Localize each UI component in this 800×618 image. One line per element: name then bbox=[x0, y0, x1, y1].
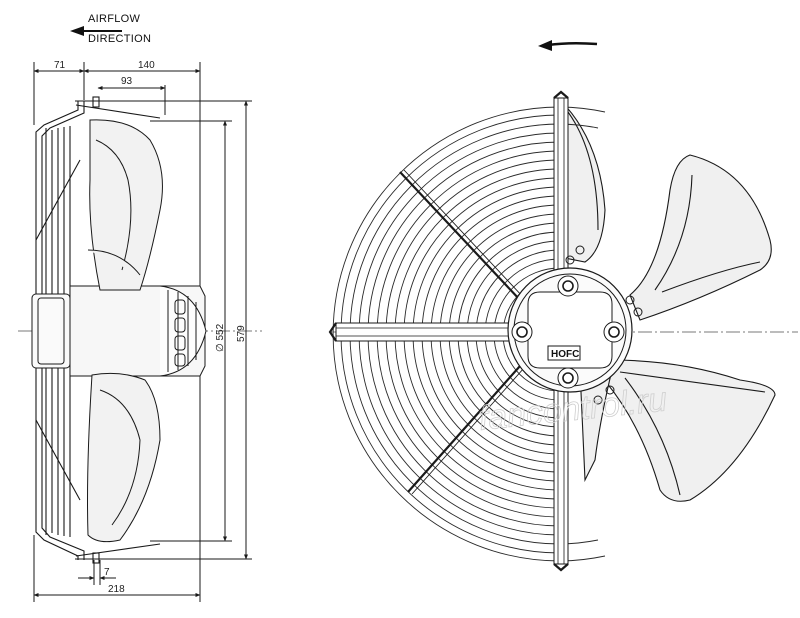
blade-top bbox=[559, 98, 606, 263]
dim-bottom-group bbox=[33, 355, 201, 602]
rotation-arrow-icon bbox=[538, 40, 598, 51]
dim-93: 93 bbox=[121, 76, 133, 87]
front-blades bbox=[559, 98, 776, 502]
brand-logo: HOFC bbox=[551, 349, 579, 360]
blade-bottom bbox=[599, 359, 776, 502]
front-motor-hub bbox=[507, 245, 643, 405]
bolt-right bbox=[603, 321, 625, 343]
bolt-top bbox=[557, 275, 579, 297]
bolt-left bbox=[511, 321, 533, 343]
dim-579: 579 bbox=[236, 325, 247, 342]
side-blades bbox=[87, 119, 163, 543]
dim-vertical-group bbox=[75, 100, 252, 560]
airflow-label-line1: AIRFLOW bbox=[88, 13, 141, 25]
blade-right bbox=[629, 154, 772, 321]
dim-218: 218 bbox=[108, 584, 125, 595]
dim-71: 71 bbox=[54, 60, 66, 71]
dim-140: 140 bbox=[138, 60, 155, 71]
airflow-arrow-icon bbox=[70, 26, 122, 36]
bolt-bottom bbox=[557, 367, 579, 389]
airflow-label-line2: DIRECTION bbox=[88, 33, 151, 45]
side-motor bbox=[31, 285, 207, 377]
dim-top-group bbox=[33, 62, 201, 305]
side-view: 71 140 93 ∅ 552 579 7 218 bbox=[18, 60, 262, 602]
airflow-direction-label: AIRFLOW DIRECTION bbox=[70, 13, 151, 45]
dim-7: 7 bbox=[104, 567, 110, 578]
dim-diameter-552: ∅ 552 bbox=[215, 323, 226, 352]
front-view: HOFC bbox=[328, 90, 798, 572]
